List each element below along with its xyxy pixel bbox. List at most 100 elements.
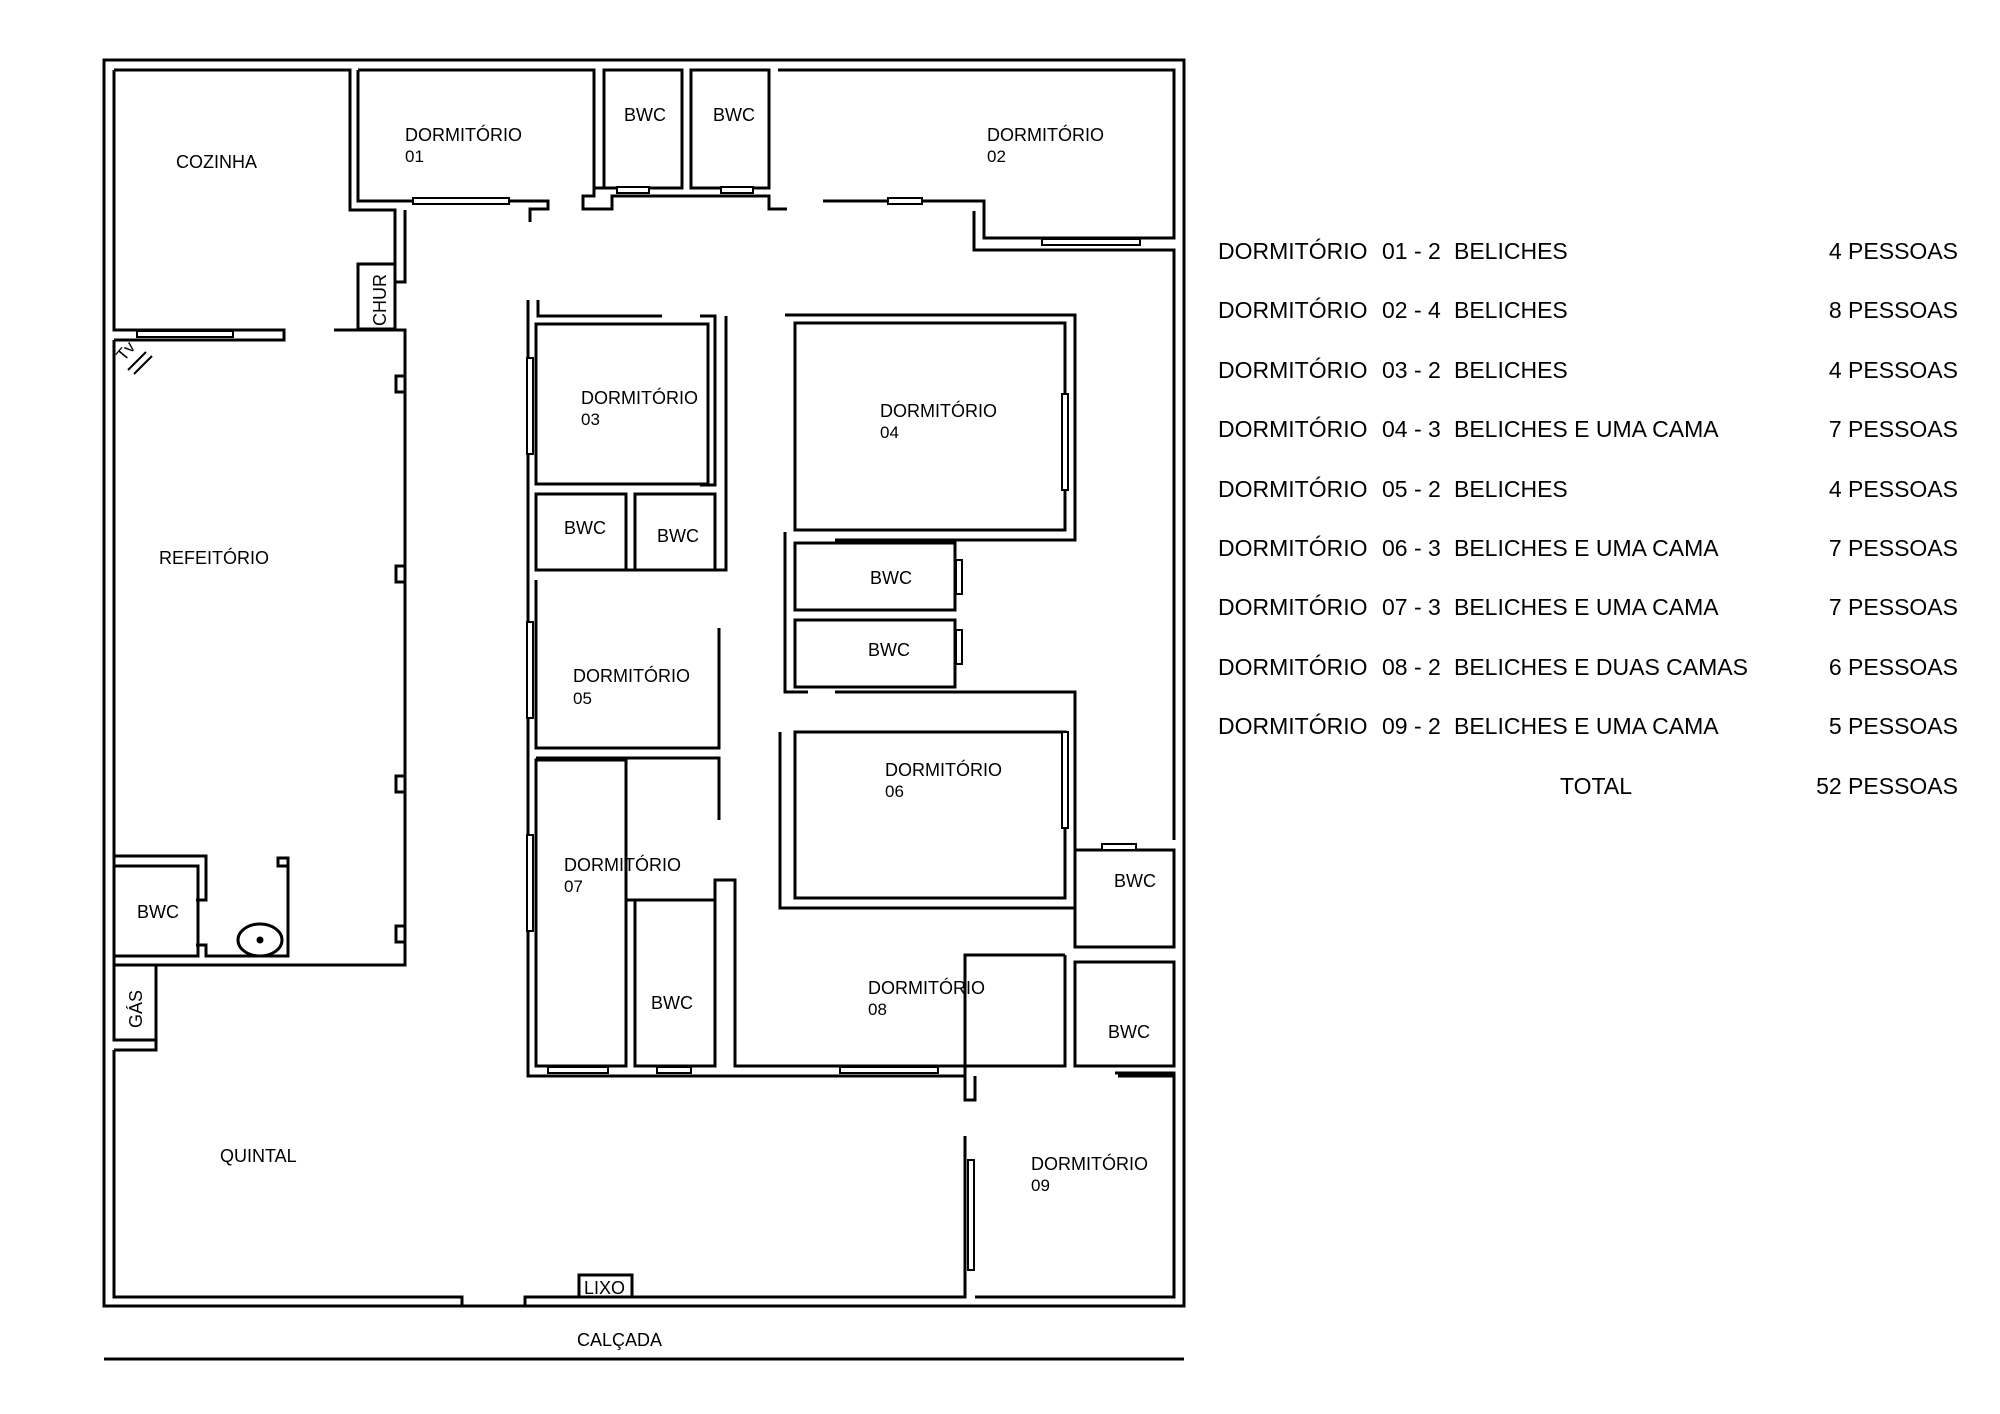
bwc-06-wall [783, 532, 808, 694]
legend-num: 07 - 3 [1382, 594, 1441, 621]
windows [136, 186, 1141, 1271]
legend-room: DORMITÓRIO [1218, 713, 1368, 740]
quintal-wall [114, 965, 158, 1052]
window-bwc06 [955, 629, 963, 665]
legend-row: DORMITÓRIO 06 - 3 BELICHES E UMA CAMA 7 … [1218, 535, 1978, 594]
toilet-icon [236, 922, 284, 958]
legend-row: DORMITÓRIO 01 - 2 BELICHES 4 PESSOAS [1218, 238, 1978, 297]
label-dorm04-a: DORMITÓRIO [880, 400, 997, 421]
bwc-left-room [112, 864, 200, 958]
bwc-top-right [689, 68, 771, 190]
tv-mark-1 [127, 351, 147, 371]
bwc-left-wall [114, 854, 208, 902]
dorm02-wall [778, 68, 1176, 240]
legend-row: DORMITÓRIO 05 - 2 BELICHES 4 PESSOAS [1218, 476, 1978, 535]
label-gas: GÁS [126, 990, 146, 1028]
legend-desc: BELICHES [1454, 238, 1568, 264]
jamb-3 [394, 774, 407, 794]
legend-room: DORMITÓRIO [1218, 297, 1368, 324]
legend-room: DORMITÓRIO [1218, 475, 1368, 502]
label-dorm08-a: DORMITÓRIO [868, 977, 985, 998]
dorm08-wall [713, 878, 1067, 1068]
dorm07-wall [536, 756, 721, 820]
window-dorm02 [887, 197, 923, 205]
legend-num: 01 - 2 [1382, 238, 1441, 264]
dorm01-bottom-wall [356, 70, 550, 222]
window-dorm03 [526, 357, 534, 455]
bwc-right-upper [1073, 848, 1176, 949]
floor-plan: COZINHA DORMITÓRIO 01 BWC BWC DORMITÓRIO… [102, 58, 1186, 1361]
legend-row: DORMITÓRIO 09 - 2 BELICHES E UMA CAMA 5 … [1218, 713, 1978, 772]
window-dorm07-b [547, 1066, 609, 1074]
legend-row: DORMITÓRIO 02 - 4 BELICHES 8 PESSOAS [1218, 297, 1978, 356]
window-cozinha [136, 330, 234, 338]
window-dorm08 [839, 1066, 939, 1074]
bwc-03-bottom [568, 316, 728, 572]
legend-num: 08 - 2 [1382, 653, 1441, 680]
legend-row: DORMITÓRIO 04 - 3 BELICHES E UMA CAMA 7 … [1218, 416, 1978, 475]
label-lixo: LIXO [584, 1278, 625, 1298]
dorm04-wall [785, 313, 1077, 542]
legend-people: 7 PESSOAS [1828, 594, 1958, 621]
jamb-2 [394, 564, 407, 584]
tv-mark-2 [133, 355, 153, 375]
label-dorm02-b: 02 [987, 147, 1006, 166]
legend-total-row: TOTAL 52 PESSOAS [1218, 773, 1978, 813]
room-labels: COZINHA DORMITÓRIO 01 BWC BWC DORMITÓRIO… [113, 105, 1156, 1350]
label-bwc-03-left: BWC [564, 518, 606, 538]
legend-people: 4 PESSOAS [1828, 238, 1958, 264]
label-bwc-right-lower: BWC [1108, 1022, 1150, 1042]
label-dorm04-b: 04 [880, 423, 899, 442]
label-quintal: QUINTAL [220, 1146, 297, 1166]
window-dorm05 [526, 621, 534, 719]
outer-wall-inner-right [975, 1071, 1176, 1299]
label-bwc-03-right: BWC [657, 526, 699, 546]
window-dorm04 [1061, 393, 1069, 491]
label-bwc-right-upper: BWC [1114, 871, 1156, 891]
window-bwc-1 [616, 186, 650, 194]
label-dorm05-a: DORMITÓRIO [573, 665, 690, 686]
window-bwc-r [1101, 843, 1137, 851]
label-dorm05-b: 05 [573, 689, 592, 708]
legend-desc: BELICHES E UMA CAMA [1454, 713, 1719, 740]
dorm03-top-wall [536, 300, 662, 318]
dorm02-right-wall [972, 211, 1176, 840]
legend-row: DORMITÓRIO 03 - 2 BELICHES 4 PESSOAS [1218, 357, 1978, 416]
dorm08-door [963, 1076, 977, 1102]
legend-num: 05 - 2 [1382, 475, 1441, 502]
label-bwc-top-right: BWC [713, 105, 755, 125]
legend-room: DORMITÓRIO [1218, 416, 1368, 443]
window-bwc04 [955, 559, 963, 595]
legend-desc: BELICHES E UMA CAMA [1454, 534, 1719, 561]
bwc-top-left [602, 68, 684, 190]
legend-people: 7 PESSOAS [1828, 416, 1958, 443]
legend-num: 09 - 2 [1382, 713, 1441, 740]
jamb-1 [394, 374, 407, 394]
label-cozinha: COZINHA [176, 152, 257, 172]
cozinha-wall [114, 68, 397, 282]
legend-desc: BELICHES [1454, 297, 1568, 324]
dorm05-wall [534, 580, 721, 750]
legend-total-value: 52 PESSOAS [1816, 772, 1958, 799]
bwc-right-lower [1073, 960, 1176, 1068]
legend-people: 4 PESSOAS [1828, 475, 1958, 502]
legend-room: DORMITÓRIO [1218, 534, 1368, 561]
label-dorm09-b: 09 [1031, 1176, 1050, 1195]
label-dorm01-a: DORMITÓRIO [405, 124, 522, 145]
label-dorm03-a: DORMITÓRIO [581, 387, 698, 408]
bwc-07 [633, 898, 717, 1068]
toilet-drain-icon [256, 936, 264, 944]
legend-people: 5 PESSOAS [1828, 713, 1958, 740]
jamb-4 [394, 924, 407, 944]
legend-desc: BELICHES E DUAS CAMAS [1454, 653, 1748, 680]
legend-row: DORMITÓRIO 07 - 3 BELICHES E UMA CAMA 7 … [1218, 594, 1978, 653]
legend-num: 04 - 3 [1382, 416, 1441, 443]
legend-room: DORMITÓRIO [1218, 356, 1368, 383]
label-bwc-top-left: BWC [624, 105, 666, 125]
label-bwc-07: BWC [651, 993, 693, 1013]
outer-wall-inner-bottom-right [523, 1136, 967, 1306]
bwc-top-passage [581, 176, 787, 211]
label-bwc-left: BWC [137, 902, 179, 922]
window-bwc07 [656, 1066, 692, 1074]
outer-wall-outline [102, 58, 1186, 1308]
